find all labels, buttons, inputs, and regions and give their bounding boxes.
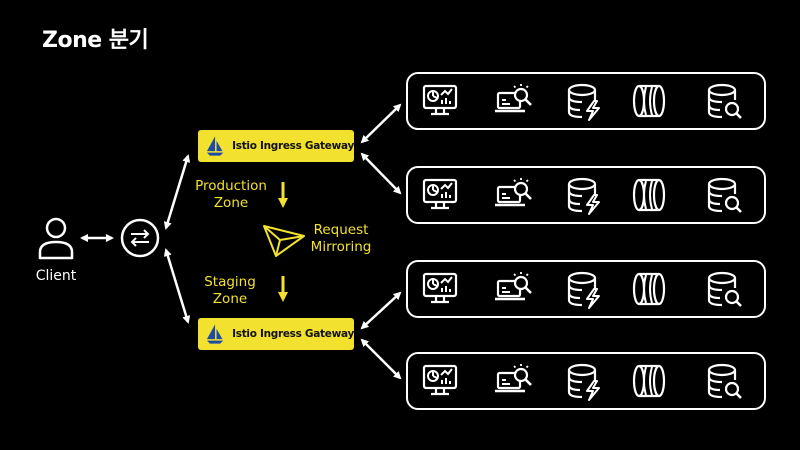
staging-row3-arrow (360, 291, 402, 330)
database-bolt-icon (567, 83, 600, 121)
database-bolt-icon (567, 177, 600, 215)
staging-zone-label: Staging Zone (204, 274, 256, 307)
disk-stack-icon (632, 364, 666, 398)
database-search-icon (707, 363, 742, 399)
production-zone-label: Production Zone (195, 178, 267, 211)
database-search-icon (707, 177, 742, 213)
prod-row1-arrow (360, 103, 402, 144)
laptop-search-icon (495, 178, 532, 207)
disk-stack-icon (632, 178, 666, 212)
service-row-2 (406, 166, 766, 224)
disk-stack-icon (632, 84, 666, 118)
request-mirroring-label: Request Mirroring (310, 222, 372, 255)
paper-plane-icon (263, 225, 305, 257)
database-bolt-icon (567, 271, 600, 309)
router-staging-arrow (163, 248, 191, 324)
page-title: Zone 분기 (42, 28, 149, 53)
database-bolt-icon (567, 363, 600, 401)
database-search-icon (707, 83, 742, 119)
laptop-search-icon (495, 272, 532, 301)
istio-gateway-production: Istio Ingress Gateway (198, 130, 354, 162)
monitor-dashboard-icon (422, 364, 458, 396)
disk-stack-icon (632, 272, 666, 306)
database-search-icon (707, 271, 742, 307)
service-row-3 (406, 260, 766, 318)
laptop-search-icon (495, 364, 532, 393)
istio-gateway-staging: Istio Ingress Gateway (198, 318, 354, 350)
staging-row4-arrow (360, 338, 402, 380)
monitor-dashboard-icon (422, 178, 458, 210)
istio-sail-icon (206, 324, 224, 344)
exchange-router-icon (120, 218, 160, 258)
gateway-label: Istio Ingress Gateway (232, 328, 354, 340)
client-label: Client (35, 268, 77, 284)
service-row-4 (406, 352, 766, 410)
prod-row2-arrow (360, 152, 402, 195)
monitor-dashboard-icon (422, 272, 458, 304)
service-row-1 (406, 72, 766, 130)
istio-sail-icon (206, 136, 224, 156)
laptop-search-icon (495, 84, 532, 113)
gateway-label: Istio Ingress Gateway (232, 140, 354, 152)
client-person-icon (38, 217, 74, 260)
router-prod-arrow (163, 154, 191, 230)
monitor-dashboard-icon (422, 84, 458, 116)
